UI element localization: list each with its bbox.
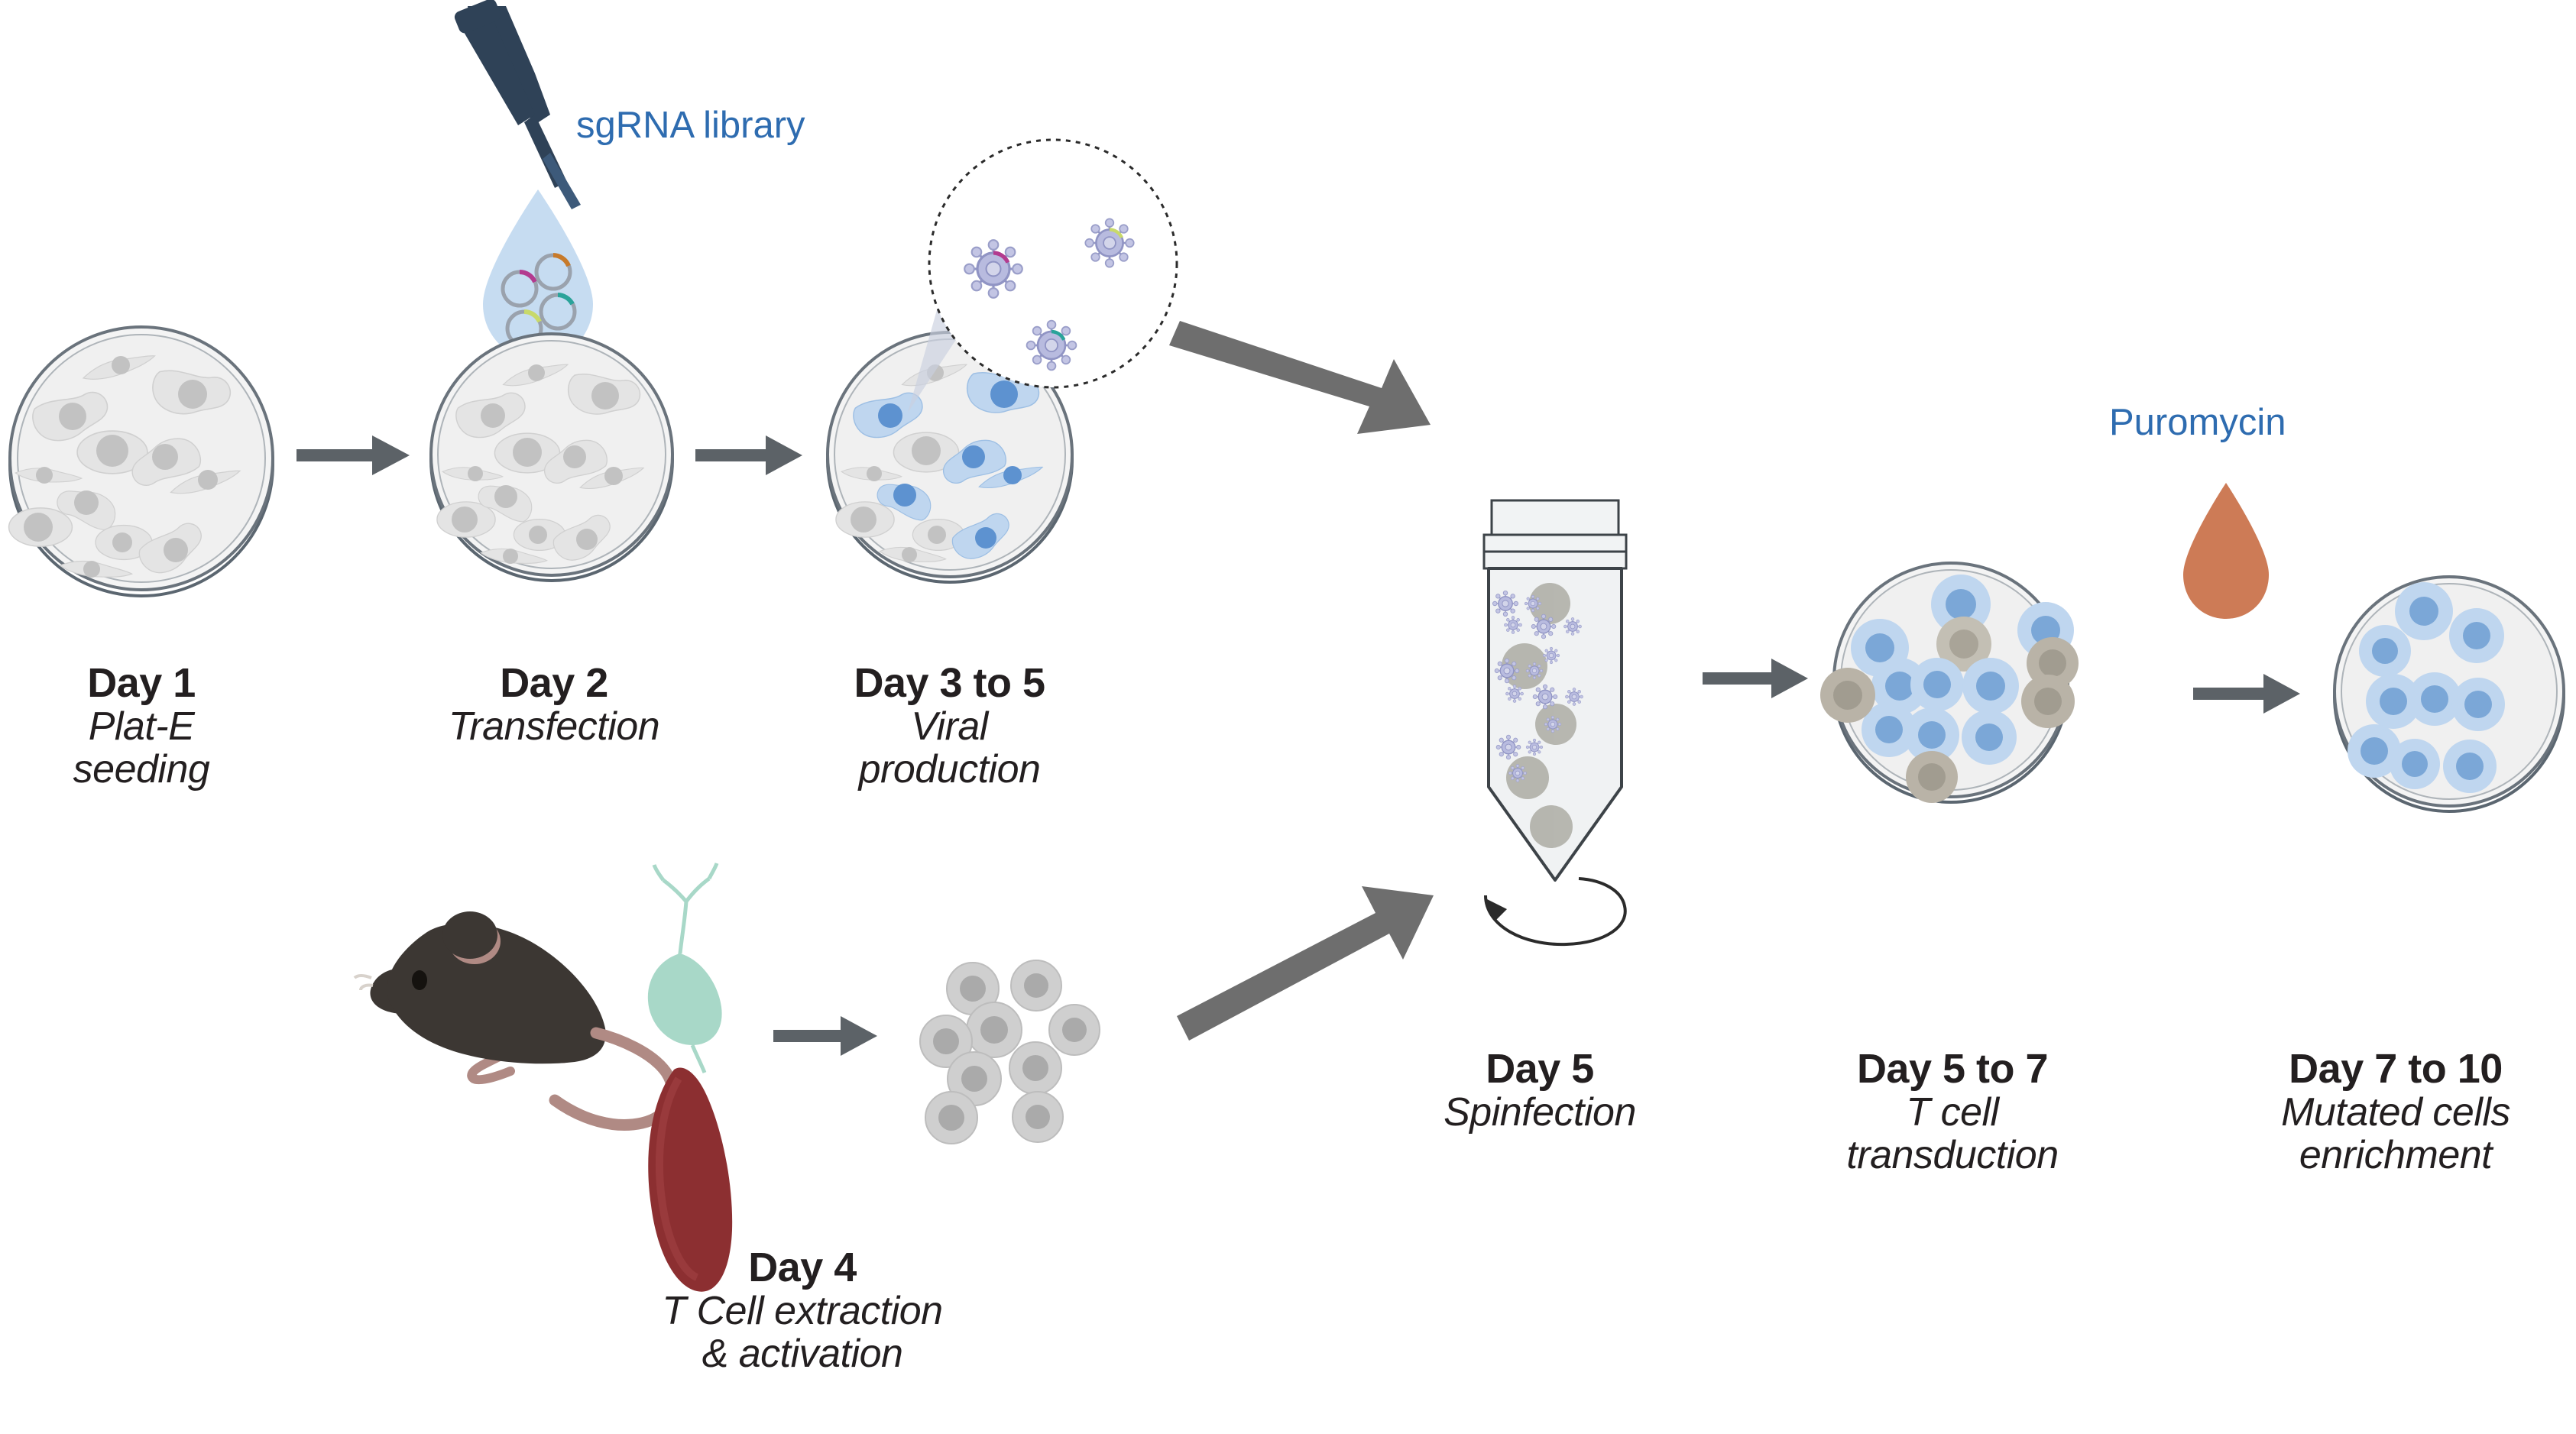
day-desc-day35-line2: production <box>858 747 1041 792</box>
day-title-day1: Day 1 <box>87 660 196 706</box>
thymus-icon <box>647 953 722 1045</box>
flow-arrow-icon-top-diagonal <box>1169 321 1431 434</box>
day-title-day4: Day 4 <box>748 1245 857 1290</box>
puromycin-label: Puromycin <box>2109 402 2286 443</box>
day-desc-day35-line1: Viral <box>911 704 988 749</box>
magnifier-inset-icon <box>908 138 1178 413</box>
day-desc-day1-line2: seeding <box>73 747 210 792</box>
day-title-day57: Day 5 to 7 <box>1856 1046 2049 1092</box>
step-label-day2: Day 2 Transfection <box>397 660 711 749</box>
petri-dish-icon-plat-e <box>8 325 274 597</box>
step-label-day710: Day 7 to 10 Mutated cells enrichment <box>2216 1047 2575 1177</box>
spleen-icon <box>648 1067 733 1292</box>
step-label-day35: Day 3 to 5 Viral production <box>791 661 1108 791</box>
step-label-day4: Day 4 T Cell extraction & activation <box>504 1245 1100 1376</box>
step-label-day5: Day 5 Spinfection <box>1375 1046 1704 1135</box>
step-label-day1: Day 1 Plat-E seeding <box>0 661 283 791</box>
spin-rotation-arrow-icon <box>1484 877 1627 947</box>
petri-dish-icon-transfection <box>429 332 674 582</box>
petri-dish-icon-enrichment <box>2333 575 2565 813</box>
pipette-icon <box>454 0 581 209</box>
day-title-day2: Day 2 <box>500 660 608 706</box>
droplet-icon-puromycin <box>2183 483 2269 619</box>
virus-particle-icon-group <box>963 218 1136 371</box>
flow-arrow-icon-4 <box>1703 659 1808 698</box>
step-label-day57: Day 5 to 7 T cell transduction <box>1788 1047 2117 1177</box>
day-title-day5: Day 5 <box>1486 1046 1594 1092</box>
day-desc-day4-line2: & activation <box>702 1332 903 1377</box>
day-desc-day5-line1: Spinfection <box>1444 1090 1636 1135</box>
t-cell-icon-cluster <box>919 960 1100 1144</box>
day-desc-day4-line1: T Cell extraction <box>662 1289 943 1334</box>
day-desc-day57-line1: T cell <box>1906 1090 1999 1135</box>
sgrna-library-label: sgRNA library <box>576 105 805 146</box>
day-desc-day710-line1: Mutated cells <box>2281 1090 2510 1135</box>
petri-dish-icon-transduction <box>1820 562 2079 804</box>
flow-arrow-icon-2 <box>695 435 802 475</box>
day-title-day710: Day 7 to 10 <box>2289 1046 2503 1092</box>
day-desc-day1-line1: Plat-E <box>88 704 195 749</box>
flow-arrow-icon-5 <box>2193 674 2300 714</box>
petri-dish-icon-viral <box>826 331 1074 584</box>
day-desc-day2-line1: Transfection <box>448 704 660 749</box>
flow-arrow-icon-3 <box>773 1016 877 1056</box>
mouse-icon <box>353 911 679 1131</box>
flow-arrow-icon-1 <box>296 435 410 475</box>
day-desc-day710-line2: enrichment <box>2299 1133 2493 1178</box>
conical-tube-icon <box>1482 499 1628 882</box>
flow-arrow-icon-bottom-diagonal <box>1177 886 1434 1041</box>
day-title-day35: Day 3 to 5 <box>854 660 1045 706</box>
day-desc-day57-line2: transduction <box>1846 1133 2059 1178</box>
